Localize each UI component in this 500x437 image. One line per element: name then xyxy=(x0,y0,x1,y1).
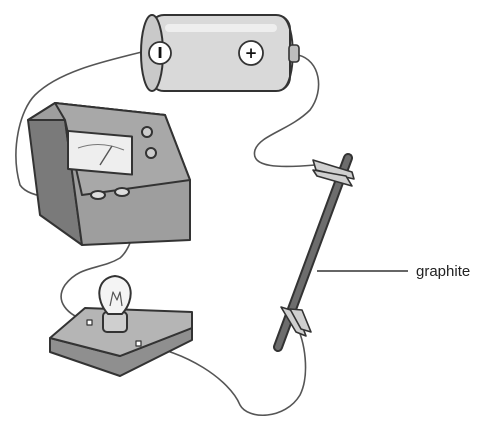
lower-clip xyxy=(280,306,312,337)
graphite-label: graphite xyxy=(416,263,470,280)
meter-scale xyxy=(77,144,125,151)
meter-jack-right xyxy=(114,187,130,197)
bulb-assembly xyxy=(49,275,193,377)
meter-box xyxy=(27,102,191,246)
meter-knob-lower xyxy=(145,147,157,159)
upper-clip xyxy=(312,159,355,187)
meter-knob-upper xyxy=(141,126,153,138)
base-terminal-right xyxy=(135,340,142,347)
wire-battery-to-upper-clip xyxy=(253,54,320,168)
bulb-filament xyxy=(109,291,123,307)
battery: I + xyxy=(140,14,300,92)
negative-terminal-marker: I xyxy=(148,41,172,65)
battery-nub xyxy=(288,44,300,63)
base-terminal-left xyxy=(86,319,93,326)
battery-highlight xyxy=(165,24,277,32)
positive-terminal-marker: + xyxy=(238,40,264,66)
positive-sign: + xyxy=(245,44,258,62)
meter-display-window xyxy=(67,129,133,176)
negative-sign: I xyxy=(157,44,163,62)
wire-base-to-lower-clip xyxy=(139,324,307,416)
meter-needle xyxy=(99,145,113,166)
meter-jack-left xyxy=(90,190,106,200)
